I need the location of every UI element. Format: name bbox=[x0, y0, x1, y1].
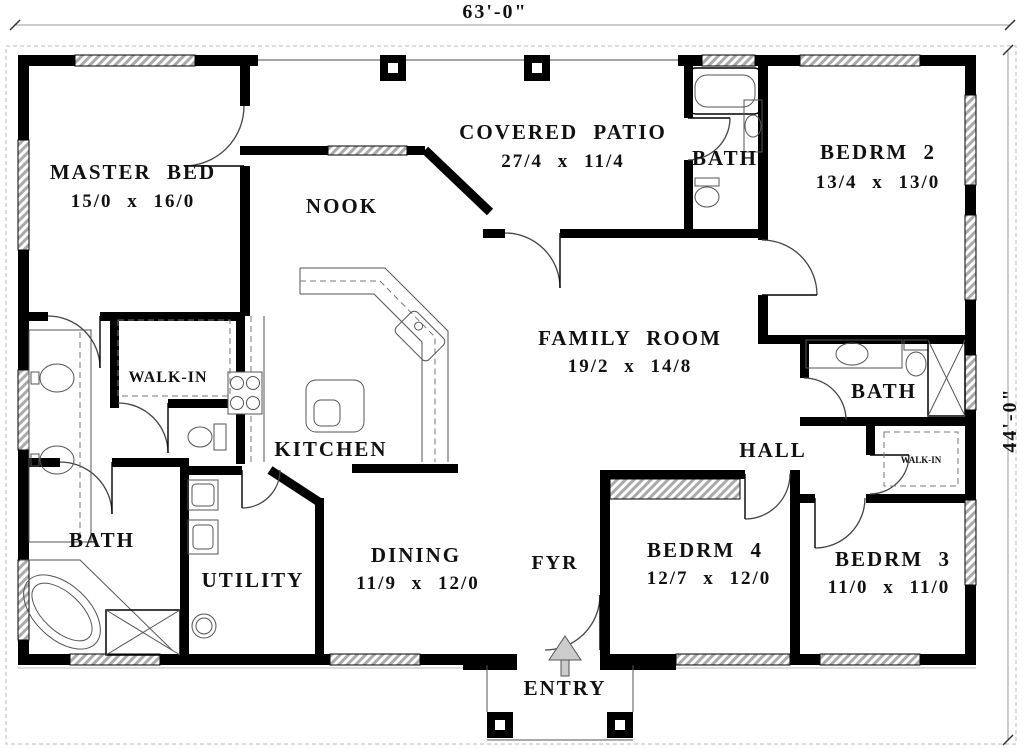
window bbox=[964, 499, 977, 586]
window bbox=[17, 559, 30, 641]
room-label-foyer: FYR bbox=[531, 552, 578, 574]
vanity bbox=[743, 99, 763, 153]
washer bbox=[187, 479, 219, 511]
shower bbox=[105, 609, 181, 656]
angled-wall bbox=[267, 466, 322, 506]
room-dims-master-bed: 15/0 x 16/0 bbox=[71, 191, 196, 212]
bedrm3-walk-in-shelves bbox=[883, 431, 959, 487]
tub-platform bbox=[20, 559, 173, 651]
vanity bbox=[805, 339, 903, 369]
overall-width-dimension: 63'-0" bbox=[462, 1, 527, 23]
sink bbox=[39, 363, 75, 393]
toilet bbox=[213, 423, 227, 451]
kitchen-counter bbox=[300, 267, 449, 462]
bathtub bbox=[687, 67, 763, 115]
room-label-bedrm-2: BEDRM 2 bbox=[820, 140, 936, 164]
bathroom-fixtures bbox=[20, 67, 966, 656]
bedrm4-closet-doors bbox=[609, 478, 741, 500]
kitchen-island bbox=[305, 379, 365, 433]
roof-overhang-line bbox=[5, 45, 1017, 745]
room-dims-covered-patio: 27/4 x 11/4 bbox=[501, 151, 625, 172]
overall-depth-dimension: 44'-0" bbox=[999, 387, 1021, 452]
room-label-bath-master: BATH bbox=[69, 528, 135, 552]
room-dims-bedrm-3: 11/0 x 11/0 bbox=[828, 577, 950, 598]
room-dims-dining: 11/9 x 12/0 bbox=[356, 573, 480, 594]
toilet bbox=[694, 177, 720, 187]
window bbox=[17, 139, 30, 251]
doors bbox=[47, 105, 910, 651]
room-label-hall: HALL bbox=[739, 438, 807, 462]
window bbox=[701, 54, 756, 67]
room-label-bedrm-4: BEDRM 4 bbox=[647, 538, 763, 562]
room-label-family-room: FAMILY ROOM bbox=[538, 326, 722, 350]
sink bbox=[39, 445, 75, 475]
room-label-covered-patio: COVERED PATIO bbox=[459, 120, 667, 144]
window bbox=[74, 54, 196, 67]
room-label-kitchen: KITCHEN bbox=[274, 437, 387, 461]
closets bbox=[117, 319, 959, 500]
garden-tub bbox=[23, 574, 101, 650]
room-label-nook: NOOK bbox=[306, 194, 378, 218]
window bbox=[964, 214, 977, 301]
window bbox=[964, 94, 977, 186]
kitchen-fixtures bbox=[227, 267, 449, 462]
master-walk-in-shelves bbox=[117, 319, 231, 397]
vanity bbox=[28, 329, 92, 543]
dimension-annotations bbox=[9, 19, 1016, 746]
window bbox=[17, 369, 30, 451]
window bbox=[327, 145, 408, 156]
utility-fixtures bbox=[187, 479, 219, 639]
room-label-walk-in-master: WALK-IN bbox=[128, 369, 207, 386]
entry-porch bbox=[486, 635, 634, 741]
window bbox=[964, 354, 977, 411]
window bbox=[675, 653, 791, 666]
room-label-dining: DINING bbox=[371, 543, 461, 567]
kitchen-sink bbox=[394, 310, 446, 362]
sink bbox=[835, 342, 869, 366]
patio-edge bbox=[258, 55, 678, 81]
dryer bbox=[187, 519, 219, 555]
window bbox=[819, 653, 921, 666]
room-label-bath-upper: BATH bbox=[692, 146, 758, 170]
exterior-walls bbox=[17, 54, 977, 670]
shower bbox=[927, 339, 966, 417]
cooktop bbox=[227, 371, 263, 415]
window bbox=[799, 54, 921, 67]
room-label-master-bed: MASTER BED bbox=[50, 160, 216, 184]
angled-wall bbox=[421, 146, 494, 216]
room-dims-bedrm-2: 13/4 x 13/0 bbox=[816, 172, 941, 193]
sink bbox=[744, 114, 762, 138]
room-label-bedrm-3: BEDRM 3 bbox=[835, 547, 951, 571]
room-label-bath-hall: BATH bbox=[851, 379, 917, 403]
room-dims-bedrm-4: 12/7 x 12/0 bbox=[647, 568, 772, 589]
room-dims-family-room: 19/2 x 14/8 bbox=[568, 356, 693, 377]
room-label-entry: ENTRY bbox=[524, 676, 607, 700]
water-heater bbox=[191, 613, 217, 639]
room-label-walk-in-bedrm3: WALK-IN bbox=[901, 455, 942, 465]
room-label-utility: UTILITY bbox=[202, 568, 305, 592]
window bbox=[329, 653, 421, 666]
